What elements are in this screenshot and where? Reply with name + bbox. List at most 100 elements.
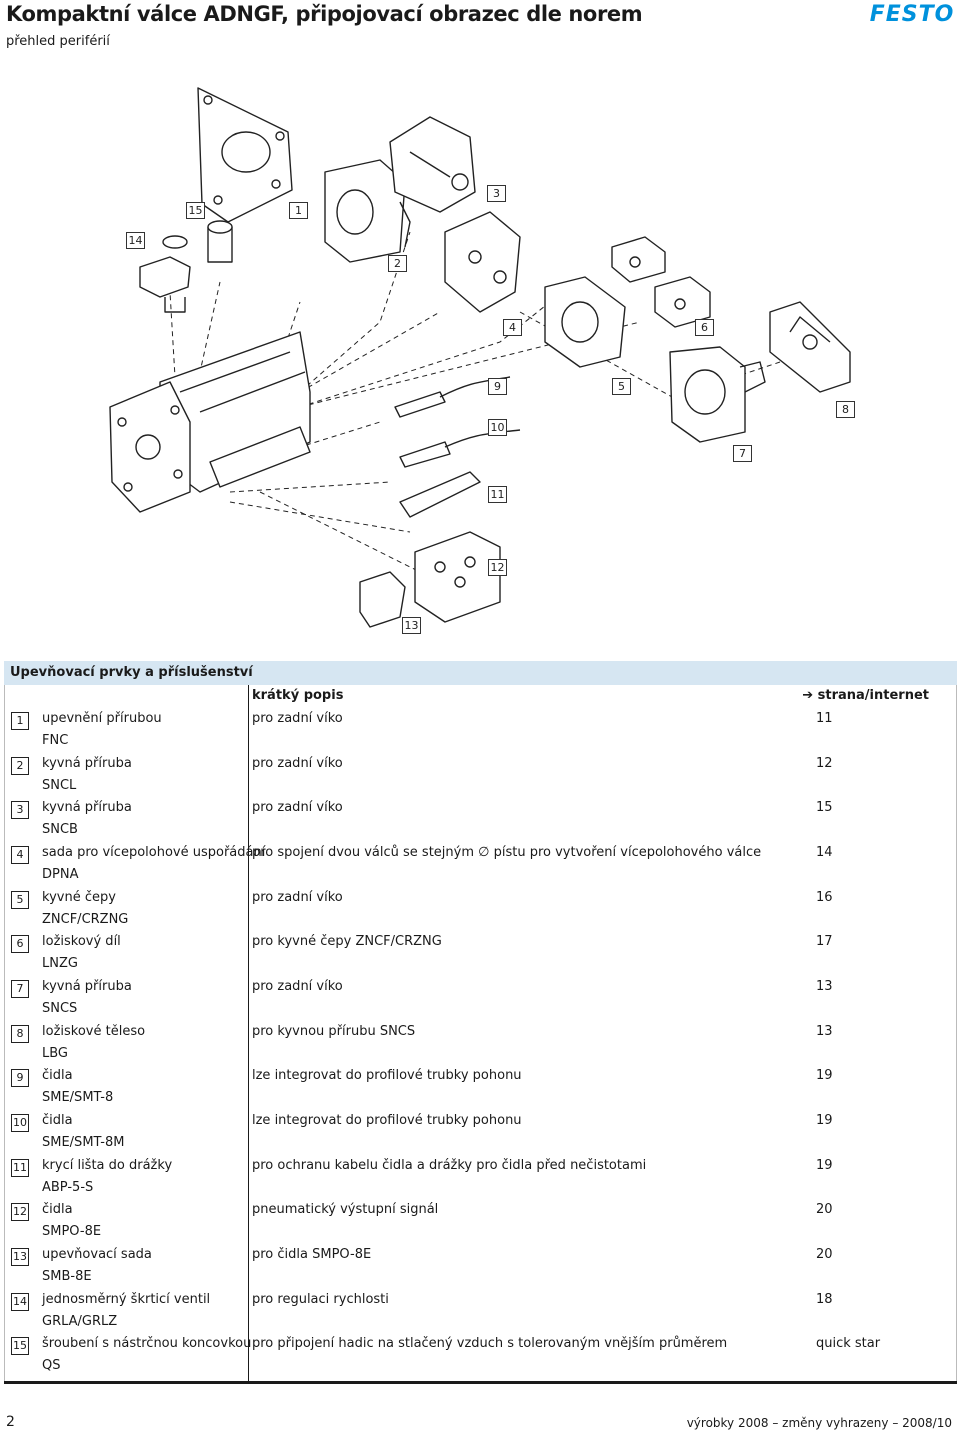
row-number: 12: [11, 1203, 29, 1221]
table-row: 13 upevňovací sada SMB-8E pro čidla SMPO…: [4, 1245, 957, 1289]
row-description: pro spojení dvou válců se stejným ∅ píst…: [252, 845, 762, 860]
row-code: DPNA: [42, 867, 79, 882]
row-code: SME/SMT-8M: [42, 1135, 125, 1150]
row-number: 4: [11, 846, 29, 864]
row-number: 7: [11, 980, 29, 998]
row-number: 13: [11, 1248, 29, 1266]
column-divider: [248, 685, 249, 1382]
row-description: pro čidla SMPO-8E: [252, 1247, 372, 1262]
row-description: pro zadní víko: [252, 890, 343, 905]
row-number: 14: [11, 1293, 29, 1311]
row-code: GRLA/GRLZ: [42, 1314, 118, 1329]
row-name: šroubení s nástrčnou koncovkou: [42, 1336, 252, 1351]
row-code: ABP-5-S: [42, 1180, 94, 1195]
row-code: SMB-8E: [42, 1269, 92, 1284]
row-number: 10: [11, 1114, 29, 1132]
row-page-link[interactable]: 19: [816, 1158, 833, 1173]
callout-8: 8: [836, 401, 855, 418]
table-row: 1 upevnění přírubou FNC pro zadní víko 1…: [4, 709, 957, 753]
table-row: 14 jednosměrný škrticí ventil GRLA/GRLZ …: [4, 1290, 957, 1334]
callout-12: 12: [488, 559, 507, 576]
row-number: 11: [11, 1159, 29, 1177]
row-code: LBG: [42, 1046, 69, 1061]
row-page-link[interactable]: 19: [816, 1068, 833, 1083]
row-page-link[interactable]: 18: [816, 1292, 833, 1307]
row-code: SNCB: [42, 822, 78, 837]
row-code: LNZG: [42, 956, 78, 971]
callout-13: 13: [402, 617, 421, 634]
row-code: ZNCF/CRZNG: [42, 912, 129, 927]
part-6-blocks: [611, 236, 711, 328]
row-code: SMPO-8E: [42, 1224, 102, 1239]
row-number: 8: [11, 1025, 29, 1043]
row-description: pro kyvnou přírubu SNCS: [252, 1024, 416, 1039]
row-description: pro zadní víko: [252, 711, 343, 726]
table-border-right: [956, 685, 957, 1382]
row-description: pro zadní víko: [252, 800, 343, 815]
logo-text: FESTO: [870, 2, 955, 24]
table-row: 12 čidla SMPO-8E pneumatický výstupní si…: [4, 1200, 957, 1244]
part-2-swivel-flange: [324, 159, 411, 263]
row-page-link[interactable]: 11: [816, 711, 833, 726]
table-row: 15 šroubení s nástrčnou koncovkou QS pro…: [4, 1334, 957, 1378]
row-number: 5: [11, 891, 29, 909]
table-row: 6 ložiskový díl LNZG pro kyvné čepy ZNCF…: [4, 932, 957, 976]
callout-5: 5: [612, 378, 631, 395]
row-code: FNC: [42, 733, 69, 748]
row-name: upevňovací sada: [42, 1247, 152, 1262]
row-name: kyvná příruba: [42, 800, 132, 815]
row-number: 1: [11, 712, 29, 730]
row-number: 6: [11, 935, 29, 953]
row-page-link[interactable]: 17: [816, 934, 833, 949]
row-name: sada pro vícepolohové uspořádání: [42, 845, 266, 860]
row-number: 9: [11, 1069, 29, 1087]
table-row: 10 čidla SME/SMT-8M lze integrovat do pr…: [4, 1111, 957, 1155]
table-bottom-rule: [4, 1381, 957, 1384]
footer-text: výrobky 2008 – změny vyhrazeny – 2008/10: [686, 1416, 952, 1430]
callout-7: 7: [733, 445, 752, 462]
callout-4: 4: [503, 319, 522, 336]
callout-10: 10: [488, 419, 507, 436]
row-name: jednosměrný škrticí ventil: [42, 1292, 211, 1307]
part-7-flange: [669, 346, 766, 443]
page-title: Kompaktní válce ADNGF, připojovací obraz…: [6, 2, 643, 26]
row-page-link[interactable]: 16: [816, 890, 833, 905]
callout-1: 1: [289, 202, 308, 219]
page-number: 2: [6, 1414, 15, 1430]
row-name: ložiskový díl: [42, 934, 121, 949]
row-page-link[interactable]: 13: [816, 979, 833, 994]
row-description: pro ochranu kabelu čidla a drážky pro či…: [252, 1158, 647, 1173]
table-row: 8 ložiskové těleso LBG pro kyvnou přírub…: [4, 1022, 957, 1066]
callout-9: 9: [488, 378, 507, 395]
table-row: 7 kyvná příruba SNCS pro zadní víko 13: [4, 977, 957, 1021]
row-page-link[interactable]: 15: [816, 800, 833, 815]
table-row: 3 kyvná příruba SNCB pro zadní víko 15: [4, 798, 957, 842]
row-code: SNCS: [42, 1001, 78, 1016]
row-name: kyvná příruba: [42, 756, 132, 771]
row-page-link[interactable]: 19: [816, 1113, 833, 1128]
row-description: pro regulaci rychlosti: [252, 1292, 389, 1307]
table-row: 9 čidla SME/SMT-8 lze integrovat do prof…: [4, 1066, 957, 1110]
row-page-link[interactable]: 20: [816, 1247, 833, 1262]
column-header-page: ➔ strana/internet: [802, 688, 929, 703]
row-name: čidla: [42, 1202, 73, 1217]
row-description: pneumatický výstupní signál: [252, 1202, 439, 1217]
row-page-link[interactable]: 20: [816, 1202, 833, 1217]
part-14-15-fittings: [139, 220, 233, 313]
part-12-13-sensor-block: [359, 531, 501, 628]
column-header-description: krátký popis: [252, 688, 344, 703]
row-page-link[interactable]: 12: [816, 756, 833, 771]
callout-15: 15: [186, 202, 205, 219]
row-page-link[interactable]: 13: [816, 1024, 833, 1039]
row-page-link[interactable]: quick star: [816, 1336, 881, 1351]
table-row: 4 sada pro vícepolohové uspořádání DPNA …: [4, 843, 957, 887]
row-description: pro zadní víko: [252, 979, 343, 994]
table-section-header: Upevňovací prvky a příslušenství: [4, 661, 957, 685]
part-8-bearing-block: [769, 301, 851, 393]
row-name: ložiskové těleso: [42, 1024, 146, 1039]
table-row: 2 kyvná příruba SNCL pro zadní víko 12: [4, 754, 957, 798]
peripherals-drawing: 15 1 14 3 2 4 6 9 5 8 10 7 11 12 13: [0, 62, 960, 652]
cylinder-body: [109, 331, 311, 513]
row-page-link[interactable]: 14: [816, 845, 833, 860]
table-section-title: Upevňovací prvky a příslušenství: [10, 665, 253, 680]
